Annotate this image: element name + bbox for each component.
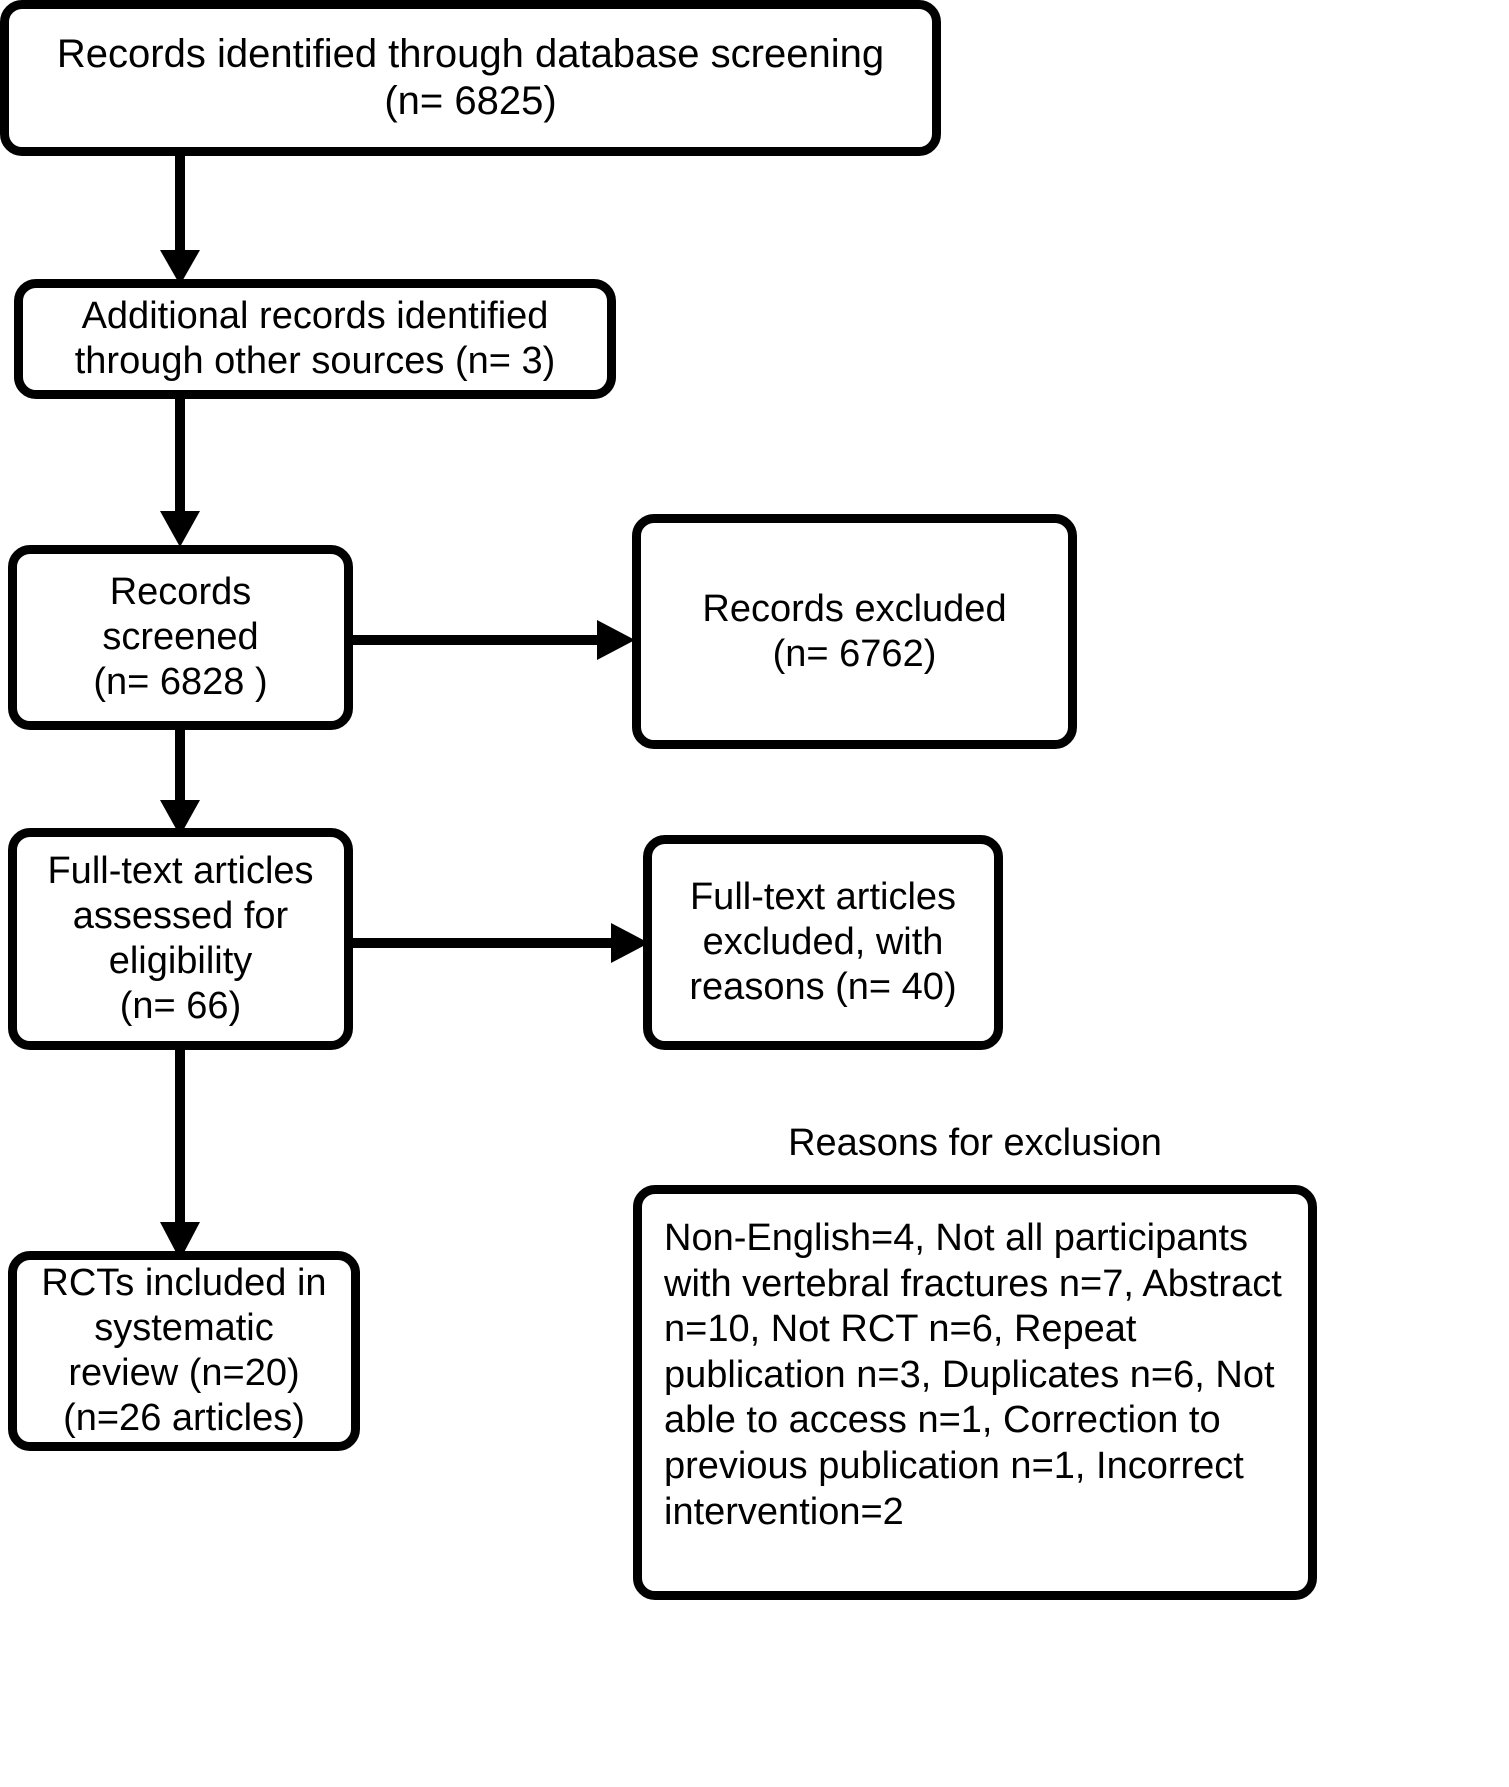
edge-screened-to-fulltext bbox=[150, 722, 220, 842]
node-reasons-for-exclusion-list-text: Non-English=4, Not all participants with… bbox=[664, 1217, 1282, 1533]
node-fulltext-articles-assessed-text: Full-text articles assessed for eligibil… bbox=[47, 850, 314, 1027]
node-records-identified-database-text: Records identified through database scre… bbox=[56, 31, 885, 123]
node-records-identified-database: Records identified through database scre… bbox=[0, 0, 941, 156]
edge-additional-to-screened bbox=[150, 395, 220, 555]
node-records-screened: Records screened (n= 6828 ) bbox=[8, 545, 353, 730]
node-records-excluded-text: Records excluded (n= 6762) bbox=[702, 587, 1007, 675]
node-additional-records-other-sources-text: Additional records identified through ot… bbox=[74, 295, 556, 382]
edge-fulltext-to-ftexcluded bbox=[345, 908, 660, 978]
edge-fulltext-to-rcts bbox=[150, 1042, 220, 1267]
node-fulltext-articles-assessed: Full-text articles assessed for eligibil… bbox=[8, 828, 353, 1050]
edge-db-to-additional bbox=[150, 150, 220, 290]
reasons-for-exclusion-title: Reasons for exclusion bbox=[788, 1122, 1162, 1164]
node-reasons-for-exclusion-list: Non-English=4, Not all participants with… bbox=[633, 1185, 1317, 1600]
node-rcts-included-systematic-review-text: RCTs included in systematic review (n=20… bbox=[41, 1262, 327, 1439]
node-fulltext-articles-excluded-text: Full-text articles excluded, with reason… bbox=[689, 876, 957, 1008]
node-rcts-included-systematic-review: RCTs included in systematic review (n=20… bbox=[8, 1251, 360, 1451]
edge-screened-to-excluded bbox=[345, 605, 645, 675]
node-records-excluded: Records excluded (n= 6762) bbox=[632, 514, 1077, 749]
node-records-screened-text: Records screened (n= 6828 ) bbox=[93, 571, 268, 703]
node-additional-records-other-sources: Additional records identified through ot… bbox=[14, 279, 616, 399]
node-fulltext-articles-excluded: Full-text articles excluded, with reason… bbox=[643, 835, 1003, 1050]
